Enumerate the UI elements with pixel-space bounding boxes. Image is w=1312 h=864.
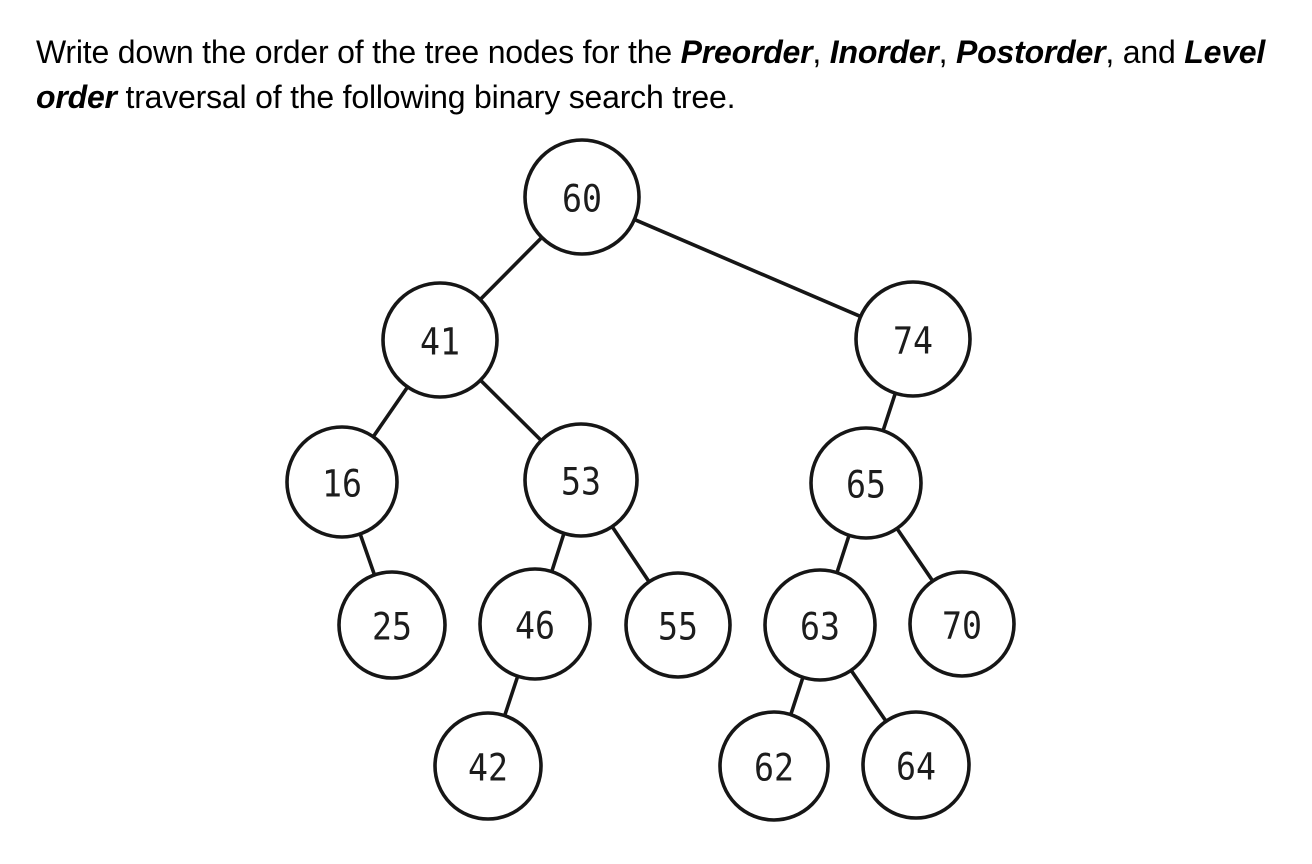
tree-node-74: 74 bbox=[854, 280, 972, 398]
tree-node-42: 42 bbox=[433, 711, 543, 821]
tree-node-circle bbox=[718, 710, 830, 822]
question-segment: Write down the order of the tree nodes f… bbox=[36, 34, 681, 70]
tree-node-41: 41 bbox=[381, 281, 499, 399]
question-segment: traversal of the following binary search… bbox=[116, 79, 736, 115]
tree-node-circle bbox=[523, 422, 639, 538]
tree-node-60: 60 bbox=[523, 138, 641, 256]
tree-node-circle bbox=[763, 568, 877, 682]
question-line: Write down the order of the tree nodes f… bbox=[36, 30, 1298, 75]
tree-nodes-layer: 60 41 74 16 53 65 25 46 55 63 70 42 62 64 bbox=[285, 138, 1016, 822]
question-emphasized-term: Preorder bbox=[680, 34, 813, 70]
tree-node-label: 70 bbox=[942, 605, 982, 648]
question-emphasized-term: Inorder bbox=[829, 34, 939, 70]
tree-node-label: 60 bbox=[562, 178, 602, 221]
question-text: Write down the order of the tree nodes f… bbox=[36, 30, 1298, 120]
question-emphasized-term: Postorder bbox=[956, 34, 1106, 70]
tree-node-circle bbox=[337, 570, 447, 680]
tree-node-label: 25 bbox=[372, 606, 412, 649]
tree-node-circle bbox=[624, 571, 732, 679]
tree-node-65: 65 bbox=[809, 426, 923, 540]
question-segment: , and bbox=[1105, 34, 1185, 70]
tree-node-16: 16 bbox=[285, 425, 399, 539]
question-line: order traversal of the following binary … bbox=[36, 75, 1298, 120]
tree-node-circle bbox=[433, 711, 543, 821]
tree-node-25: 25 bbox=[337, 570, 447, 680]
tree-edge-60-74 bbox=[580, 195, 915, 341]
tree-node-55: 55 bbox=[624, 571, 732, 679]
tree-node-circle bbox=[908, 570, 1016, 678]
question-emphasized-term: order bbox=[36, 79, 117, 115]
tree-node-circle bbox=[523, 138, 641, 256]
question-segment: , bbox=[938, 34, 957, 70]
tree-node-label: 53 bbox=[561, 461, 601, 504]
tree-node-label: 62 bbox=[754, 747, 794, 790]
tree-node-64: 64 bbox=[861, 710, 971, 820]
tree-node-label: 42 bbox=[468, 747, 508, 790]
tree-node-label: 65 bbox=[846, 464, 886, 507]
tree-node-circle bbox=[381, 281, 499, 399]
tree-node-53: 53 bbox=[523, 422, 639, 538]
tree-node-label: 46 bbox=[515, 605, 555, 648]
tree-node-circle bbox=[861, 710, 971, 820]
tree-node-70: 70 bbox=[908, 570, 1016, 678]
tree-node-circle bbox=[285, 425, 399, 539]
tree-node-circle bbox=[854, 280, 972, 398]
tree-node-label: 74 bbox=[893, 320, 933, 363]
tree-node-label: 55 bbox=[658, 606, 698, 649]
tree-node-label: 63 bbox=[800, 606, 840, 649]
tree-node-label: 41 bbox=[420, 321, 460, 364]
question-segment: , bbox=[812, 34, 830, 70]
tree-node-circle bbox=[809, 426, 923, 540]
tree-node-circle bbox=[478, 567, 592, 681]
question-emphasized-term: Level bbox=[1184, 34, 1266, 70]
tree-node-62: 62 bbox=[718, 710, 830, 822]
tree-node-label: 64 bbox=[896, 746, 936, 789]
tree-node-63: 63 bbox=[763, 568, 877, 682]
tree-node-46: 46 bbox=[478, 567, 592, 681]
tree-node-label: 16 bbox=[322, 463, 362, 506]
